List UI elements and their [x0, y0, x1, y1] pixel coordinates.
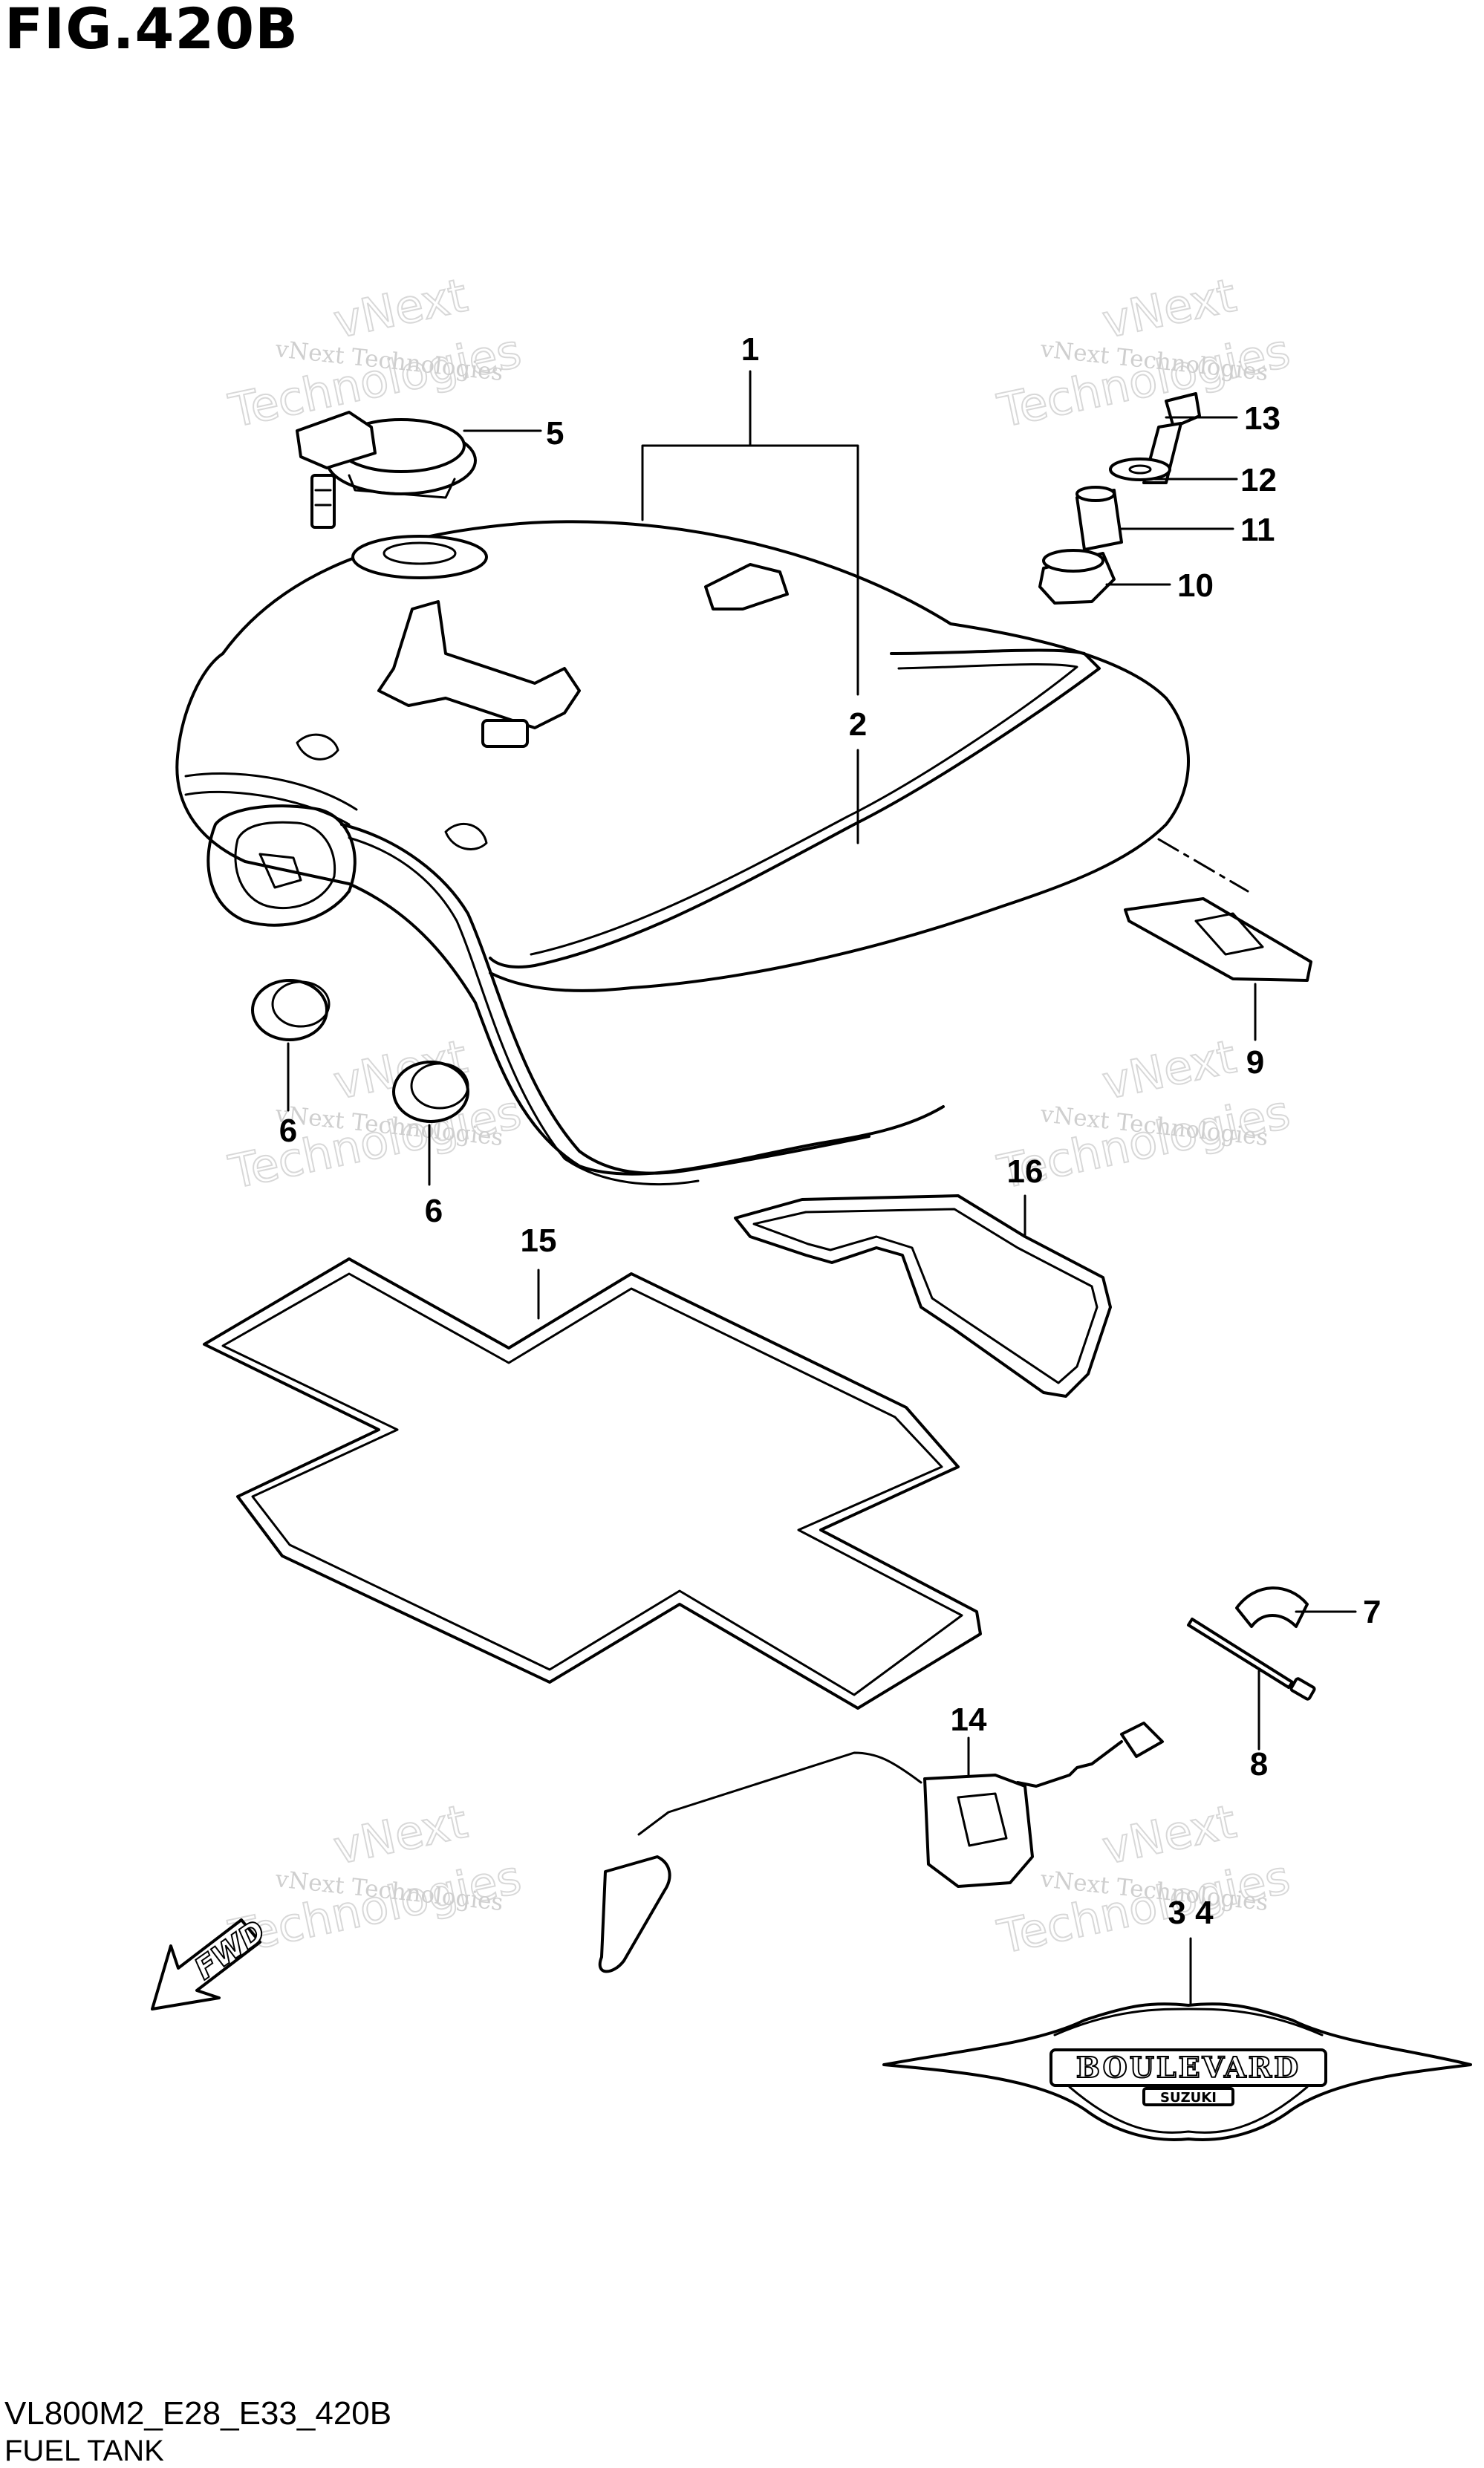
callout-15: 15 [521, 1222, 557, 1259]
callout-6-center: 6 [425, 1193, 443, 1229]
callout-8: 8 [1250, 1746, 1268, 1782]
callout-1: 1 [741, 331, 759, 368]
callout-9: 9 [1246, 1044, 1264, 1081]
boulevard-emblem: BOULEVARD SUZUKI [882, 2002, 1472, 2141]
callout-13: 13 [1244, 400, 1280, 437]
fuel-tank [175, 520, 1190, 1186]
callout-11: 11 [1240, 512, 1275, 548]
fuel-level-gauge [598, 1722, 1164, 1973]
tank-seal-15 [203, 1257, 982, 1710]
clamp-7 [1235, 1586, 1309, 1628]
diagram-code: VL800M2_E28_E33_420B [4, 2395, 392, 2432]
watermark-group: Technologies vNext vNext Technologies Te… [224, 267, 1295, 1965]
plug-left [251, 979, 331, 1041]
callout-6-left: 6 [279, 1113, 297, 1149]
plug-center [392, 1061, 469, 1123]
callout-5: 5 [546, 415, 564, 452]
fwd-arrow: FWD [151, 1913, 273, 2010]
diagram-name: FUEL TANK [4, 2435, 164, 2467]
tank-seal-16 [734, 1194, 1112, 1398]
mount-hardware [1038, 392, 1201, 605]
callout-7: 7 [1363, 1594, 1381, 1630]
tie-band-8 [1187, 1618, 1316, 1701]
leader-lines [287, 370, 1357, 2007]
callout-14: 14 [951, 1702, 987, 1738]
callout-10: 10 [1177, 567, 1214, 604]
emblem-maker-text: SUZUKI [1160, 2090, 1217, 2106]
callout-2: 2 [849, 706, 867, 743]
fuel-cap-with-key [296, 411, 477, 529]
rear-cushion-pad [1124, 838, 1312, 982]
callout-labels: 1 2 3 4 5 6 6 7 8 9 10 11 12 13 14 15 16 [279, 331, 1382, 1931]
callout-16: 16 [1007, 1153, 1044, 1190]
emblem-brand-text: BOULEVARD [1076, 2051, 1301, 2084]
callout-12: 12 [1240, 462, 1277, 498]
figure-title: FIG.420B [4, 0, 299, 62]
callout-3-4: 3 4 [1168, 1895, 1214, 1931]
